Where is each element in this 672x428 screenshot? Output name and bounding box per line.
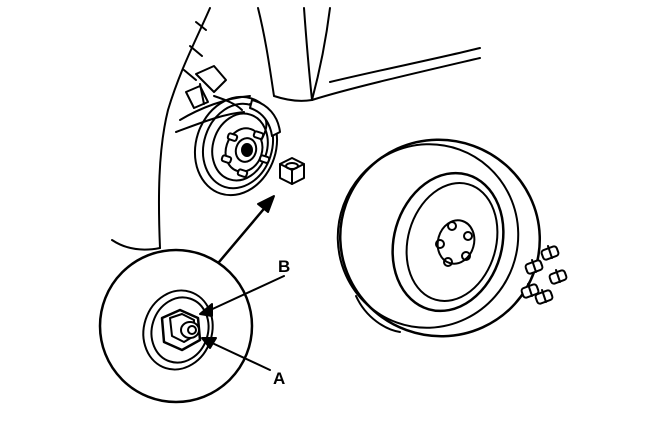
lug-nut-icon [520,283,540,299]
rim-lug-holes [435,221,473,267]
tire [336,138,542,338]
lug-nuts [520,245,568,305]
lug-nut-icon [524,259,544,275]
spindle-nut-icon [279,157,305,185]
lug-nut-icon [548,269,568,285]
callout-leader-a [201,337,271,371]
direction-arrow [212,195,275,270]
callout-label-b: B [278,257,291,276]
callout-label-a: A [273,369,286,388]
wheel-hub [224,127,264,173]
wheel-studs [220,130,271,178]
detail-circle [98,248,254,404]
wheel-rim [391,171,505,313]
lug-nut-icon [534,289,554,305]
lug-nut-icon [540,245,560,261]
vehicle-body-outline [111,7,481,251]
callout-leader-b [199,275,285,317]
